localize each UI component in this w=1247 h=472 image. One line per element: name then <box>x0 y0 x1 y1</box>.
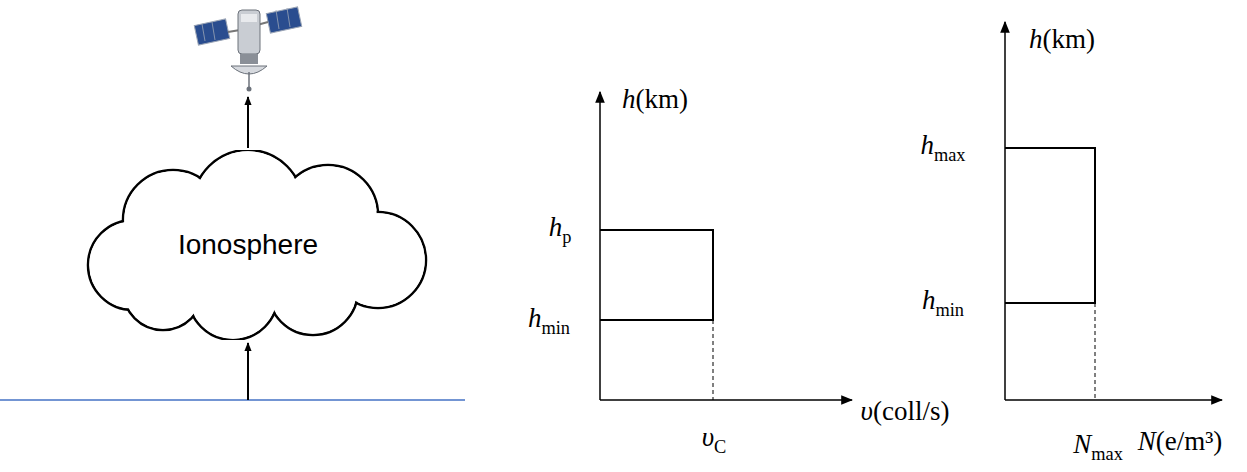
axis-label: h(km) <box>1029 25 1095 55</box>
signal-arrow <box>247 97 249 148</box>
collision-chart <box>600 92 852 400</box>
axis-label: υ(coll/s) <box>861 397 950 427</box>
ground-line <box>0 399 465 401</box>
density-chart <box>1005 22 1222 400</box>
signal-arrow <box>247 343 249 400</box>
tick-label: hp <box>549 213 572 247</box>
axis-label: h(km) <box>622 85 688 115</box>
satellite-icon <box>194 7 301 92</box>
tick-label: υC <box>702 423 727 457</box>
cloud-shape: Ionosphere <box>63 150 433 340</box>
tick-label: hmin <box>922 286 964 320</box>
tick-label: Nmax <box>1073 430 1123 464</box>
axis-label: N(e/m³) <box>1138 427 1223 457</box>
region-label: Ionosphere <box>178 229 318 261</box>
tick-label: hmax <box>920 131 965 165</box>
tick-label: hmin <box>528 304 570 338</box>
